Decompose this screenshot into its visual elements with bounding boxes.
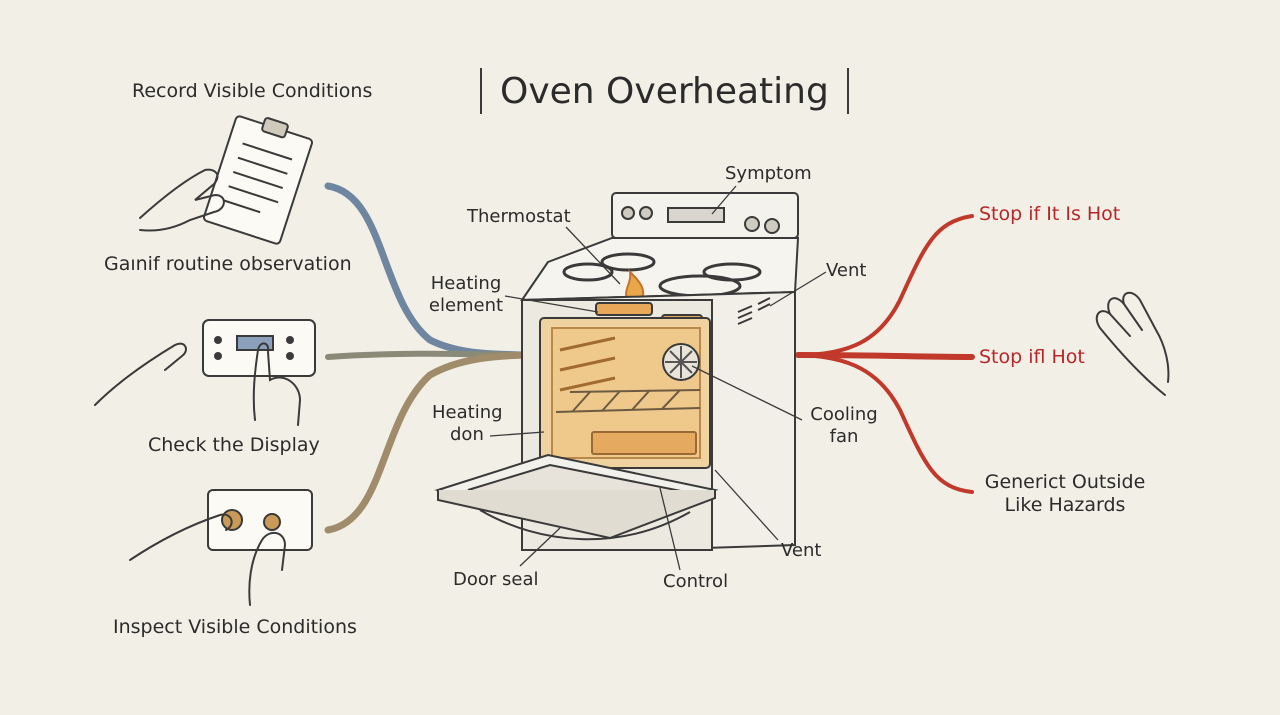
label-heating-don: Heating don <box>432 402 503 445</box>
title-bar-left <box>480 68 482 114</box>
hazards-label: Generict Outside Like Hazards <box>975 471 1155 517</box>
hazards-line2: Like Hazards <box>1004 493 1126 516</box>
oven-illustration <box>434 192 800 551</box>
adjusting-hands-icon <box>129 513 287 606</box>
stop-hot-label-2: Stop ifl Hot <box>979 346 1085 368</box>
branch-hazards <box>796 353 974 494</box>
clipboard-icon <box>203 115 313 245</box>
right-branches <box>795 214 975 494</box>
oven-rack <box>555 389 701 413</box>
label-vent-top: Vent <box>826 260 867 281</box>
title-block: Oven Overheating <box>480 66 849 116</box>
pointing-hands-icon <box>94 342 302 426</box>
side-vents <box>737 297 771 325</box>
label-door-seal: Door seal <box>453 569 539 590</box>
label-heating-don-line2: don <box>450 423 484 445</box>
label-heating-element: Heating element <box>426 273 506 316</box>
label-vent-bottom: Vent <box>781 540 822 561</box>
label-symptom: Symptom <box>725 163 812 184</box>
display-caption: Check the Display <box>148 434 320 456</box>
label-thermostat: Thermostat <box>467 206 571 227</box>
branch-stop-1 <box>796 214 974 357</box>
record-heading: Record Visible Conditions <box>132 80 373 102</box>
leader-lines <box>489 185 827 571</box>
left-branches <box>324 182 529 534</box>
inspect-caption: Inspect Visible Conditions <box>113 616 357 638</box>
label-control: Control <box>663 571 729 592</box>
hand-icon <box>139 168 225 232</box>
stop-hand-icon <box>1095 291 1170 396</box>
hazards-line1: Generict Outside <box>984 471 1146 493</box>
label-heating-element-line1: Heating <box>430 273 502 294</box>
label-heating-element-line2: element <box>428 294 504 316</box>
knob-panel-icon <box>207 489 313 551</box>
label-heating-don-line1: Heating <box>432 402 503 423</box>
branch-stop-2 <box>795 352 975 360</box>
label-cooling-fan-line1: Cooling <box>810 404 878 425</box>
stop-hot-label-1: Stop if It Is Hot <box>979 203 1121 225</box>
branch-inspect <box>324 351 529 534</box>
title-bar-right <box>846 68 849 114</box>
label-cooling-fan-line2: fan <box>829 425 859 447</box>
label-cooling-fan: Cooling fan <box>806 404 882 447</box>
observation-caption: Gaınif routine observation <box>104 253 352 275</box>
page-title: Oven Overheating <box>500 70 829 112</box>
